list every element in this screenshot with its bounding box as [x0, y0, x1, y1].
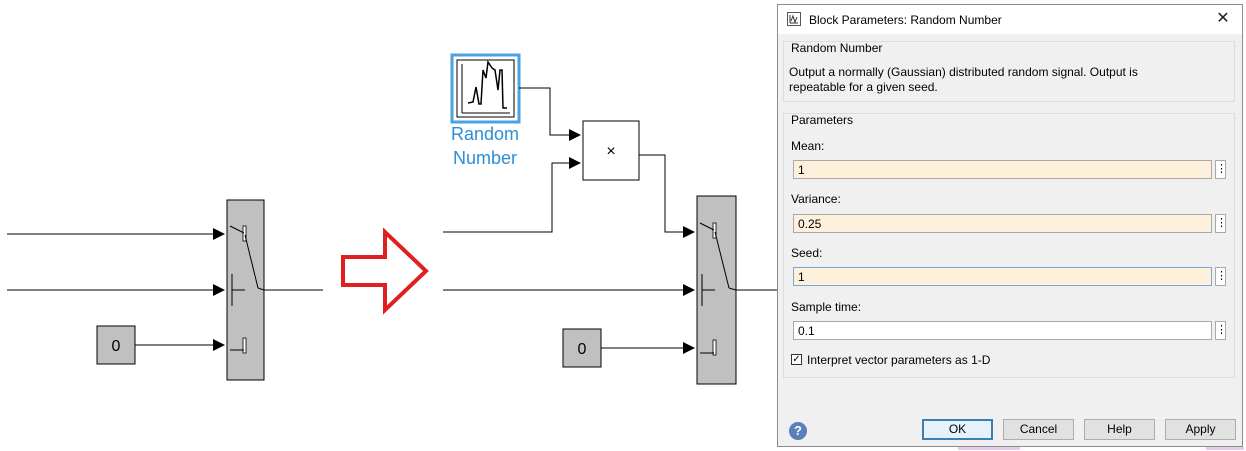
cancel-button[interactable]: Cancel [1003, 419, 1074, 440]
dialog-titlebar[interactable]: Block Parameters: Random Number ✕ [778, 5, 1242, 34]
constant-block-right[interactable]: 0 [562, 328, 602, 368]
highlight-strip [958, 447, 1020, 450]
section-title: Random Number [791, 41, 883, 55]
product-block[interactable]: × [582, 120, 640, 181]
parameters-title: Parameters [791, 113, 854, 127]
sample-time-options-icon[interactable]: ⋮ [1215, 321, 1227, 340]
signal-line[interactable] [639, 154, 695, 238]
close-icon[interactable]: ✕ [1216, 10, 1230, 27]
signal-line[interactable] [519, 87, 581, 141]
random-number-label[interactable]: Random [451, 124, 519, 144]
simulink-app-icon [787, 12, 801, 26]
random-number-label[interactable]: Number [453, 148, 517, 168]
seed-label: Seed: [791, 246, 823, 260]
mean-options-icon[interactable]: ⋮ [1215, 160, 1227, 179]
dialog-title: Block Parameters: Random Number [809, 13, 1002, 27]
apply-button[interactable]: Apply [1165, 419, 1236, 440]
multiport-switch-block-left[interactable] [226, 199, 265, 381]
ok-button[interactable]: OK [922, 419, 993, 440]
multiport-switch-block-right[interactable] [696, 195, 737, 385]
description-line: repeatable for a given seed. [789, 80, 938, 94]
variance-options-icon[interactable]: ⋮ [1215, 214, 1227, 233]
sample-time-input[interactable]: 0.1 [793, 321, 1212, 340]
description-group: Random Number [783, 41, 1235, 102]
constant-value-left: 0 [112, 338, 121, 355]
interpret-vector-checkbox[interactable]: ✓ [791, 354, 802, 365]
transform-arrow [341, 227, 429, 315]
seed-options-icon[interactable]: ⋮ [1215, 267, 1227, 286]
interpret-vector-label[interactable]: Interpret vector parameters as 1-D [807, 353, 991, 367]
seed-input[interactable]: 1 [793, 267, 1212, 286]
product-symbol: × [606, 143, 615, 160]
help-icon[interactable]: ? [789, 422, 807, 440]
signal-line[interactable] [443, 157, 581, 233]
random-number-block[interactable] [450, 53, 521, 124]
sample-time-label: Sample time: [791, 300, 862, 314]
constant-block-left[interactable]: 0 [96, 325, 136, 365]
description-line: Output a normally (Gaussian) distributed… [789, 65, 1138, 79]
highlight-strip [1206, 447, 1244, 450]
mean-label: Mean: [791, 139, 825, 153]
constant-value-right: 0 [578, 341, 587, 358]
help-button[interactable]: Help [1084, 419, 1155, 440]
parameters-group: Parameters [783, 113, 1235, 378]
block-description: Output a normally (Gaussian) distributed… [789, 65, 1189, 95]
mean-input[interactable]: 1 [793, 160, 1212, 179]
block-parameters-dialog: Block Parameters: Random Number ✕ Random… [777, 4, 1243, 447]
variance-input[interactable]: 0.25 [793, 214, 1212, 233]
variance-label: Variance: [791, 192, 841, 206]
